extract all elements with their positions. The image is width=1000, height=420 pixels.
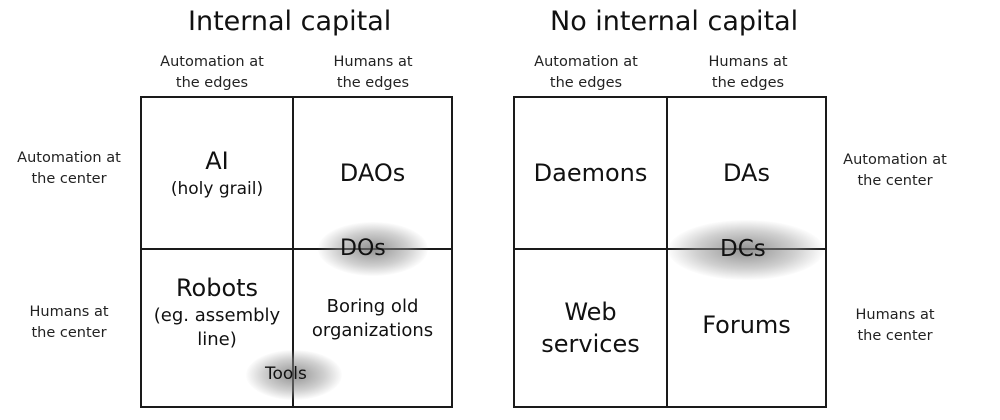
cell-ai: AI (holy grail) xyxy=(142,98,292,248)
right-quadrant-grid: Daemons DAs Web services Forums xyxy=(513,96,827,408)
cell-das-label: DAs xyxy=(723,159,770,187)
left-col-label-humans-edges: Humans at the edges xyxy=(333,54,413,91)
right-col-label-humans-edges: Humans at the edges xyxy=(708,54,788,91)
left-vertical-divider xyxy=(292,98,294,406)
cell-robots: Robots (eg. assembly line) xyxy=(142,250,292,374)
left-title: Internal capital xyxy=(188,6,392,37)
cell-das: DAs xyxy=(668,98,825,248)
cell-web-services: Web services xyxy=(515,250,666,406)
tools-boundary-label: Tools xyxy=(265,364,307,384)
right-row-label-humans-center: Humans at the center xyxy=(855,307,935,344)
cell-daos: DAOs xyxy=(294,98,451,248)
cell-daemons: Daemons xyxy=(515,98,666,248)
dcs-boundary-label: DCs xyxy=(720,236,766,262)
right-row-label-automation-center: Automation at the center xyxy=(843,152,947,189)
right-vertical-divider xyxy=(666,98,668,406)
cell-ai-label: AI xyxy=(205,147,229,175)
left-horizontal-divider xyxy=(142,248,451,250)
cell-ai-sublabel: (holy grail) xyxy=(170,179,264,199)
cell-forums-label: Forums xyxy=(702,311,791,339)
left-col-label-automation-edges: Automation at the edges xyxy=(160,54,264,91)
tools-highlight-blob xyxy=(246,350,342,400)
cell-boring-old-organizations-label: Boring old organizations xyxy=(311,296,434,341)
left-quadrant-grid: AI (holy grail) DAOs Robots (eg. assembl… xyxy=(140,96,453,408)
cell-robots-sublabel: (eg. assembly line) xyxy=(153,305,281,350)
dos-boundary-label: DOs xyxy=(340,236,386,261)
right-col-label-automation-edges: Automation at the edges xyxy=(534,54,638,91)
cell-robots-label: Robots xyxy=(175,274,259,302)
cell-forums: Forums xyxy=(668,250,825,400)
cell-boring-old-organizations: Boring old organizations xyxy=(294,250,451,388)
left-row-label-humans-center: Humans at the center xyxy=(29,304,109,341)
right-title: No internal capital xyxy=(550,6,799,37)
dcs-highlight-blob xyxy=(668,220,824,280)
left-row-label-automation-center: Automation at the center xyxy=(17,150,121,187)
cell-daemons-label: Daemons xyxy=(533,159,648,187)
cell-web-services-label: Web services xyxy=(541,298,640,358)
cell-daos-label: DAOs xyxy=(339,159,406,187)
dos-highlight-blob xyxy=(318,222,428,276)
